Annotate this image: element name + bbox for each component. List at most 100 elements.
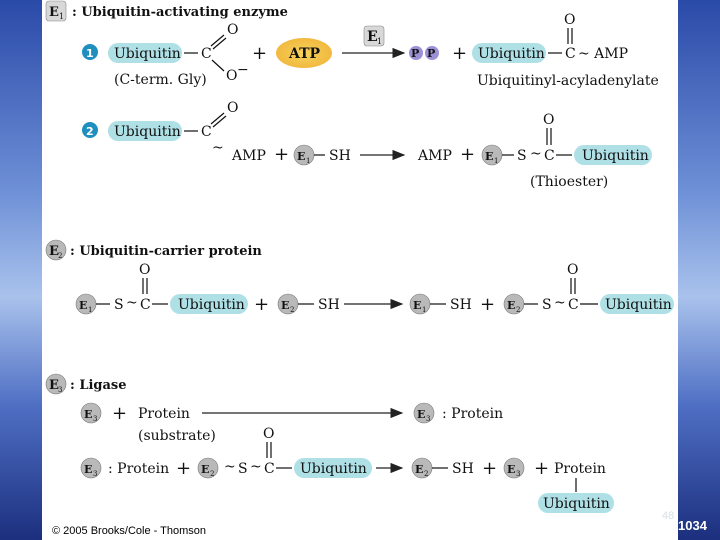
e3-header: E 3 : Ligase bbox=[45, 373, 127, 395]
svg-text:2: 2 bbox=[516, 306, 520, 314]
svg-text:SH: SH bbox=[450, 297, 472, 313]
svg-text:+: + bbox=[482, 458, 497, 479]
svg-text:Ubiquitin: Ubiquitin bbox=[114, 124, 181, 140]
step2-reaction: 2 Ubiquitin C O ~ AMP + E 1 SH AMP + E 1… bbox=[82, 100, 652, 190]
svg-text:Ubiquitin: Ubiquitin bbox=[543, 496, 610, 512]
svg-text:Protein: Protein bbox=[554, 461, 606, 477]
svg-text:Ubiquitinyl-acyladenylate: Ubiquitinyl-acyladenylate bbox=[477, 73, 659, 89]
svg-text:2: 2 bbox=[58, 252, 62, 260]
e2-header: E 2 : Ubiquitin-carrier protein bbox=[45, 239, 262, 261]
svg-text:E: E bbox=[485, 150, 493, 163]
svg-text:SH: SH bbox=[452, 461, 474, 477]
svg-text:+: + bbox=[480, 294, 495, 315]
svg-text:~: ~ bbox=[530, 146, 542, 162]
e2-reaction: E 1 S ~ C O Ubiquitin + E 2 SH E 1 SH + … bbox=[75, 262, 674, 315]
svg-text:E: E bbox=[49, 244, 59, 259]
svg-text:Ubiquitin: Ubiquitin bbox=[478, 46, 545, 62]
e3-reaction-2: E 3 : Protein + E 2 ~ S ~ C O Ubiquitin … bbox=[80, 426, 614, 513]
svg-text:O: O bbox=[226, 68, 237, 84]
ubiquitination-diagram: text { font-family:"DejaVu Serif", serif… bbox=[45, 0, 674, 513]
svg-text:Ubiquitin: Ubiquitin bbox=[605, 297, 672, 313]
svg-text:3: 3 bbox=[93, 415, 97, 423]
svg-text:1: 1 bbox=[88, 306, 92, 314]
slide-number: 48 bbox=[662, 510, 675, 522]
svg-text:~: ~ bbox=[212, 140, 224, 156]
svg-text:E: E bbox=[507, 463, 515, 476]
svg-text:~: ~ bbox=[126, 295, 138, 311]
atp-blob bbox=[276, 38, 332, 68]
svg-text:E: E bbox=[79, 299, 87, 312]
svg-text:+: + bbox=[112, 403, 127, 424]
ubiquitin-pill bbox=[108, 43, 182, 63]
svg-text:O: O bbox=[139, 262, 150, 278]
svg-text:SH: SH bbox=[329, 148, 351, 164]
svg-text:1: 1 bbox=[494, 157, 498, 165]
svg-text:E: E bbox=[84, 408, 92, 421]
svg-text:(C-term. Gly): (C-term. Gly) bbox=[114, 72, 207, 88]
svg-text:C: C bbox=[544, 148, 555, 164]
svg-text:S: S bbox=[238, 461, 248, 477]
svg-text:−: − bbox=[237, 62, 249, 78]
svg-text:E: E bbox=[417, 408, 425, 421]
svg-text:Protein: Protein bbox=[138, 406, 190, 422]
e3-reaction-1: E 3 + Protein (substrate) E 3 : Protein bbox=[80, 402, 503, 444]
svg-text:Ubiquitin: Ubiquitin bbox=[582, 148, 649, 164]
svg-text:: Protein: : Protein bbox=[108, 461, 169, 477]
svg-text:E: E bbox=[415, 463, 423, 476]
figure-panel bbox=[42, 0, 678, 540]
svg-text:+: + bbox=[460, 144, 475, 165]
svg-text:+: + bbox=[252, 43, 267, 64]
page-number: 1034 bbox=[678, 518, 707, 533]
svg-text:P: P bbox=[427, 47, 435, 60]
svg-text:S: S bbox=[542, 297, 552, 313]
svg-text:(substrate): (substrate) bbox=[138, 428, 216, 444]
svg-text:O: O bbox=[227, 100, 238, 116]
svg-text:+: + bbox=[254, 294, 269, 315]
svg-text:~ AMP: ~ AMP bbox=[578, 46, 628, 62]
svg-text:O: O bbox=[263, 426, 274, 442]
svg-text:S: S bbox=[114, 297, 124, 313]
svg-text:E: E bbox=[507, 299, 515, 312]
svg-text:S: S bbox=[517, 148, 527, 164]
svg-text:E: E bbox=[281, 299, 289, 312]
step1-badge bbox=[82, 44, 98, 60]
svg-text:2: 2 bbox=[86, 125, 94, 138]
svg-text:3: 3 bbox=[426, 415, 430, 423]
svg-text:+: + bbox=[176, 458, 191, 479]
svg-text:~: ~ bbox=[224, 459, 236, 475]
svg-text:(Thioester): (Thioester) bbox=[530, 174, 608, 190]
svg-text:O: O bbox=[227, 22, 238, 38]
svg-text:1: 1 bbox=[59, 12, 64, 21]
svg-text:1: 1 bbox=[306, 157, 310, 165]
svg-text:2: 2 bbox=[210, 470, 214, 478]
copyright-text: © 2005 Brooks/Cole - Thomson bbox=[52, 525, 207, 537]
svg-text:Ubiquitin: Ubiquitin bbox=[178, 297, 245, 313]
svg-text:~: ~ bbox=[554, 295, 566, 311]
svg-text:E: E bbox=[49, 5, 59, 20]
svg-text:E: E bbox=[201, 463, 209, 476]
svg-text:C: C bbox=[264, 461, 275, 477]
svg-text:Ubiquitin: Ubiquitin bbox=[114, 46, 181, 62]
svg-text:+: + bbox=[452, 43, 467, 64]
e2-title: : Ubiquitin-carrier protein bbox=[70, 244, 262, 259]
svg-text:+: + bbox=[274, 144, 289, 165]
svg-text:AMP: AMP bbox=[417, 148, 452, 164]
svg-text:O: O bbox=[564, 12, 575, 28]
svg-text:O: O bbox=[543, 112, 554, 128]
svg-text:E: E bbox=[367, 29, 378, 45]
svg-text:C: C bbox=[565, 46, 576, 62]
e1-title: : Ubiquitin-activating enzyme bbox=[72, 5, 288, 20]
step1-reaction: 1 Ubiquitin C O O − (C-term. Gly) + ATP … bbox=[82, 12, 659, 89]
svg-text:3: 3 bbox=[516, 470, 520, 478]
svg-text:1: 1 bbox=[422, 306, 426, 314]
svg-text:E: E bbox=[297, 150, 305, 163]
svg-text:3: 3 bbox=[58, 386, 62, 394]
svg-text:C: C bbox=[140, 297, 151, 313]
e1-header: E 1 : Ubiquitin-activating enzyme bbox=[45, 0, 288, 22]
svg-text:+: + bbox=[534, 458, 549, 479]
svg-text:3: 3 bbox=[93, 470, 97, 478]
svg-text:1: 1 bbox=[377, 37, 382, 46]
svg-text:Ubiquitin: Ubiquitin bbox=[300, 461, 367, 477]
svg-text:1: 1 bbox=[86, 47, 94, 60]
svg-text:SH: SH bbox=[318, 297, 340, 313]
